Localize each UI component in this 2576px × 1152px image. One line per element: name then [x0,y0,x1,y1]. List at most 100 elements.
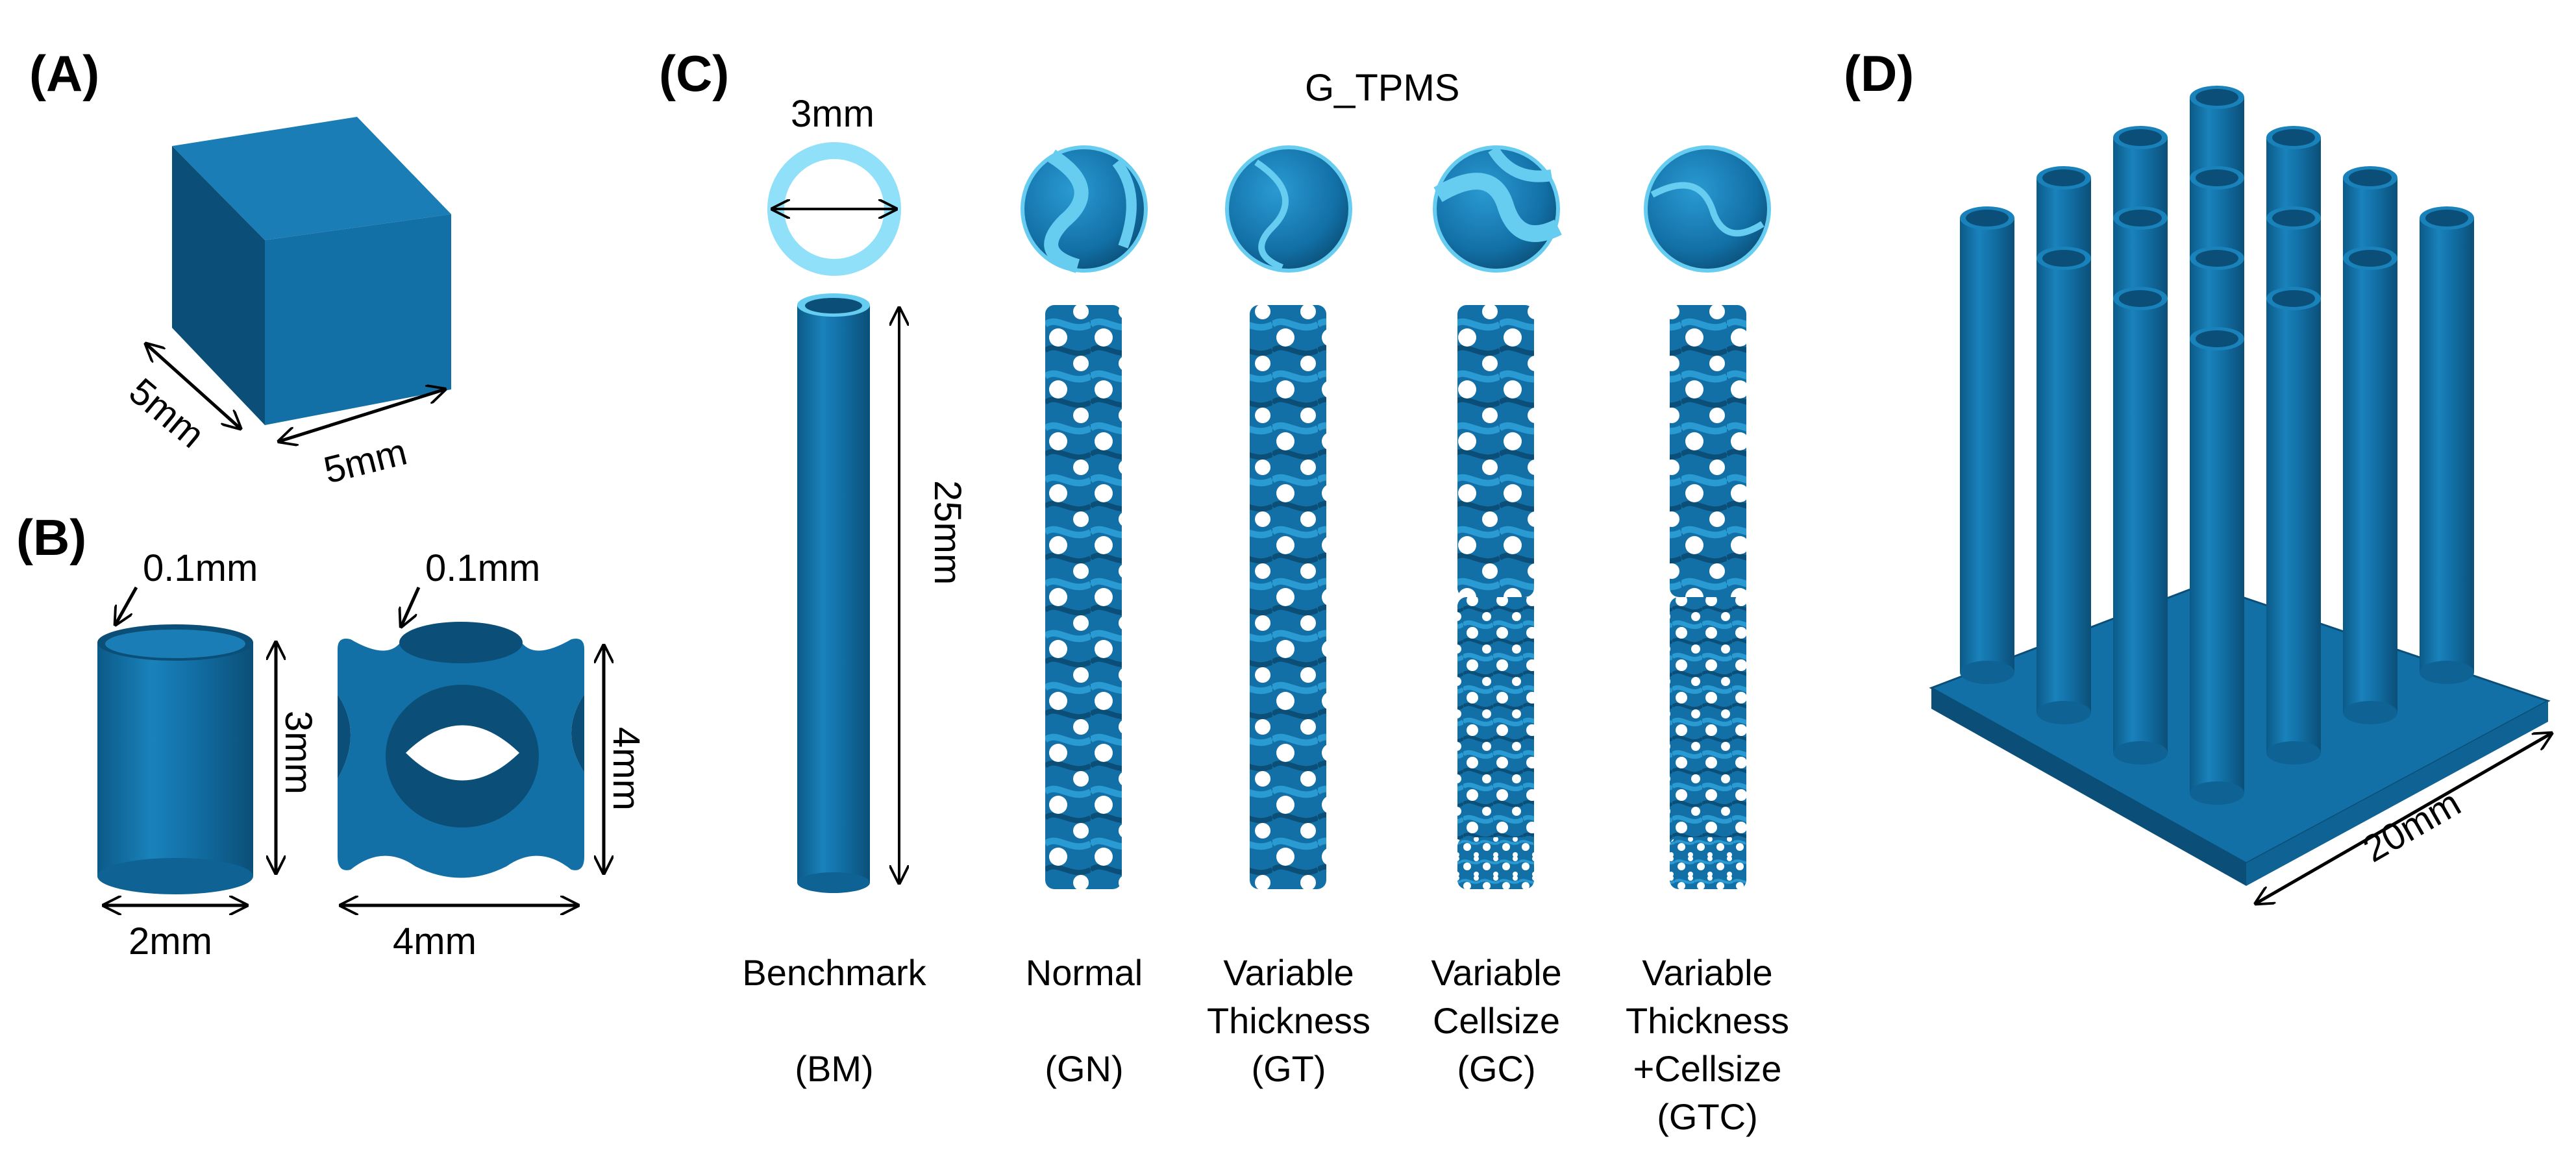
tube-top-opening [105,630,245,658]
sample-caption-line: Benchmark [742,952,926,993]
panel-a: (A) 5mm 5mm [29,45,451,492]
pillar-top-opening [2425,210,2468,227]
benchmark-length-label: 25mm [926,480,969,585]
gn-lattice-column [1045,305,1122,889]
pillar-top-opening [2119,129,2162,146]
benchmark-tube-top-opening [805,298,862,313]
panel-c-label: (C) [659,45,729,102]
panel-b: (B) 0.1mm 3mm 2mm 0.1mm 4mm 4mm [16,509,647,962]
cube-depth-dimension-arrow [146,344,240,428]
unit-cell-top-opening [399,622,523,663]
sample-caption-line: Normal [1026,952,1143,993]
pillar-top-opening [1966,210,2009,227]
pillar-body [2037,258,2091,713]
pillar-body [1960,218,2014,672]
pillar-top-opening [2119,210,2162,227]
pillar-top-opening [2272,210,2315,227]
pillar-top-opening [2042,250,2085,267]
gc-lattice-column-bottom [1457,597,1534,889]
pillar-top-opening [2272,129,2315,146]
pillar-body [2113,299,2168,753]
sample-caption-line: (BM) [795,1048,873,1089]
gt-lattice-column [1250,305,1326,889]
benchmark-diameter-label: 3mm [791,93,874,135]
benchmark-tube-body [797,305,870,883]
unit-cell-height-label: 4mm [605,727,647,811]
pillar-top-opening [2349,250,2392,267]
gc-cross-section-band [1433,173,1562,242]
panel-d: (D) 20mm [1844,45,2551,903]
gyroid-unit-cell [338,622,584,878]
sample-caption-line: Cellsize [1433,1000,1560,1041]
gc-sample [1433,145,1562,889]
gc-cross-section-band-2 [1488,146,1553,182]
pillar-base [2190,781,2244,805]
unit-cell-left-shadow [338,694,351,779]
cube-depth-label: 5mm [121,370,213,456]
pillar-top-opening [2119,290,2162,307]
cube-width-dimension-arrow [279,389,445,441]
pillar-top-opening [2196,250,2238,267]
sample-caption-line: (GN) [1045,1048,1123,1089]
base-plate-left-side [1931,688,2246,886]
pillar-body [2266,299,2321,753]
cube-top-face [172,117,451,240]
pillar-top-opening [2196,330,2238,347]
sample-caption-line: Thickness [1626,1000,1789,1041]
tube-wall-leader-arrow [116,586,138,624]
pillar-top-opening [2272,290,2315,307]
pillar-base [2266,741,2321,765]
gt-sample [1225,145,1352,889]
panel-d-label: (D) [1844,45,1914,102]
pillar-base [1960,661,2014,684]
sample-caption-line: Variable [1642,952,1772,993]
gc-lattice-column-base [1457,837,1534,889]
sample-caption-line: (GT) [1251,1048,1326,1089]
panel-c: (C) G_TPMS 3mm 25mm [659,45,1789,1137]
unit-cell-right-shadow [571,694,584,772]
pillar-base [2113,741,2168,765]
gtc-lattice-column-base [1670,837,1746,889]
pillar-base [2343,701,2397,724]
pillar-body [2420,218,2474,672]
tube-bottom-rim [97,858,253,894]
benchmark-tube-bottom [797,872,870,893]
gn-sample [1021,145,1148,889]
gtc-cross-section [1644,145,1771,273]
pillar-top-opening [2196,169,2238,186]
gtc-cross-section-band [1650,182,1765,237]
tube-wall-label: 0.1mm [143,547,258,589]
sample-caption-line: (GC) [1457,1048,1535,1089]
pillar-base [2037,701,2091,724]
panel-a-label: (A) [29,45,99,102]
g-tpms-title: G_TPMS [1305,67,1460,109]
tube-height-label: 3mm [277,711,319,794]
sample-caption-line: Variable [1223,952,1354,993]
hollow-tube [97,624,253,894]
sample-caption-line: +Cellsize [1633,1048,1782,1089]
pillar-top-opening [2196,89,2238,106]
cube-front-face [265,214,451,425]
gn-cross-section-band [1044,149,1089,273]
panel-b-label: (B) [16,509,86,566]
gc-lattice-column-top [1457,305,1534,597]
pillar-array [1960,86,2474,805]
tube-body [97,643,253,876]
sample-caption-line: Thickness [1207,1000,1370,1041]
unit-cell-wall-label: 0.1mm [425,547,540,589]
benchmark-sample: 3mm 25mm [767,93,969,893]
unit-cell-wall-leader-arrow [401,586,421,626]
cube [172,117,451,425]
gt-cross-section-band [1254,159,1289,271]
pillar-body [2190,339,2244,793]
sample-captions: Benchmark (BM) Normal (GN) VariableThickness… [742,952,1789,1137]
tube-diameter-label: 2mm [129,920,212,962]
gtc-lattice-column-bottom [1670,597,1746,889]
base-width-dimension-arrow [2256,733,2551,903]
unit-cell-hole-interior [406,725,519,781]
gn-cross-section-band-2 [1112,159,1137,249]
gc-cross-section [1433,145,1560,273]
cube-width-label: 5mm [319,430,411,491]
